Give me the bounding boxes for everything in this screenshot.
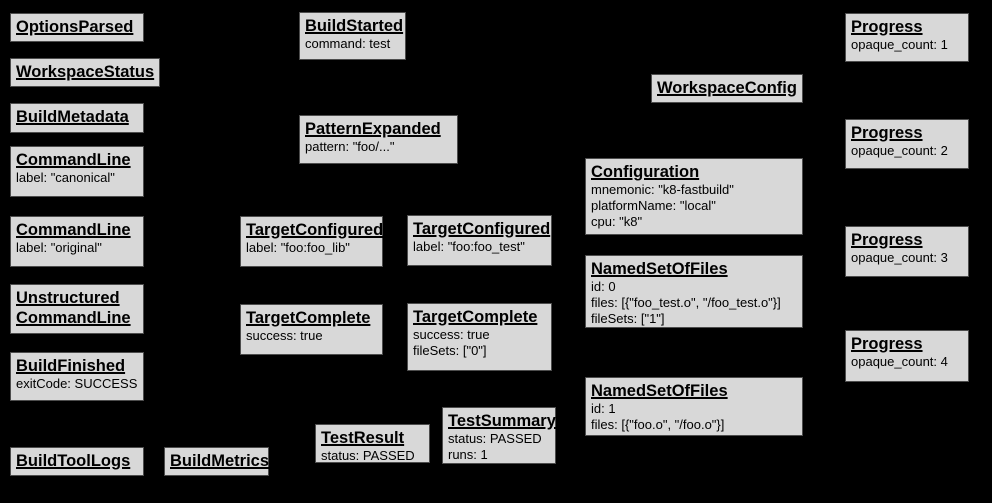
node-field: exitCode: SUCCESS xyxy=(16,376,138,391)
node-field: label: "foo:foo_test" xyxy=(413,239,525,254)
node-field: opaque_count: 3 xyxy=(851,250,948,265)
node-title: BuildMetrics xyxy=(170,452,270,470)
node-field: opaque_count: 1 xyxy=(851,37,948,52)
node-field: fileSets: ["1"] xyxy=(591,311,665,326)
node-field: status: PASSED xyxy=(448,431,542,446)
node-title: WorkspaceStatus xyxy=(16,63,155,81)
node-title: BuildMetadata xyxy=(16,108,129,126)
node-field: id: 1 xyxy=(591,401,616,416)
node-title: CommandLine xyxy=(16,221,131,239)
node-title: BuildToolLogs xyxy=(16,452,131,470)
node-field: label: "foo:foo_lib" xyxy=(246,240,350,255)
node-title: NamedSetOfFiles xyxy=(591,382,728,400)
node-options-parsed: OptionsParsed xyxy=(10,13,144,42)
node-title: Progress xyxy=(851,231,923,249)
node-field: success: true xyxy=(246,328,323,343)
node-workspace-status: WorkspaceStatus xyxy=(10,58,160,87)
node-title: TestResult xyxy=(321,429,405,447)
node-field: opaque_count: 2 xyxy=(851,143,948,158)
node-title: Progress xyxy=(851,124,923,142)
node-title: Progress xyxy=(851,335,923,353)
node-build-tool-logs: BuildToolLogs xyxy=(10,447,144,476)
node-title: Configuration xyxy=(591,163,700,181)
node-field: files: [{"foo_test.o", "/foo_test.o"}] xyxy=(591,295,781,310)
node-field: label: "canonical" xyxy=(16,170,115,185)
node-title: PatternExpanded xyxy=(305,120,441,138)
node-title: NamedSetOfFiles xyxy=(591,260,728,278)
node-title: TargetConfigured xyxy=(413,220,551,238)
node-field: opaque_count: 4 xyxy=(851,354,948,369)
node-workspace-config: WorkspaceConfig xyxy=(651,74,803,103)
node-title: CommandLine xyxy=(16,309,131,327)
node-field: platformName: "local" xyxy=(591,198,716,213)
node-title: BuildStarted xyxy=(305,17,404,35)
node-field: mnemonic: "k8-fastbuild" xyxy=(591,182,734,197)
node-title: WorkspaceConfig xyxy=(657,79,797,97)
node-title: TargetComplete xyxy=(413,308,538,326)
node-field: command: test xyxy=(305,36,391,51)
node-title: TestSummary xyxy=(448,412,556,430)
node-field: cpu: "k8" xyxy=(591,214,643,229)
node-build-metrics: BuildMetrics xyxy=(164,447,269,476)
node-title: TargetComplete xyxy=(246,309,371,327)
node-field: runs: 1 xyxy=(448,447,488,462)
node-build-metadata: BuildMetadata xyxy=(10,103,144,133)
node-title: CommandLine xyxy=(16,151,131,169)
node-field: label: "original" xyxy=(16,240,102,255)
node-title: OptionsParsed xyxy=(16,18,134,36)
node-field: id: 0 xyxy=(591,279,616,294)
node-field: pattern: "foo/..." xyxy=(305,139,395,154)
node-field: success: true xyxy=(413,327,490,342)
node-title: Progress xyxy=(851,18,923,36)
node-field: status: PASSED xyxy=(321,448,415,463)
node-title: TargetConfigured xyxy=(246,221,384,239)
node-title: BuildFinished xyxy=(16,357,126,375)
node-field: fileSets: ["0"] xyxy=(413,343,487,358)
node-title: Unstructured xyxy=(16,289,120,307)
node-field: files: [{"foo.o", "/foo.o"}] xyxy=(591,417,725,432)
